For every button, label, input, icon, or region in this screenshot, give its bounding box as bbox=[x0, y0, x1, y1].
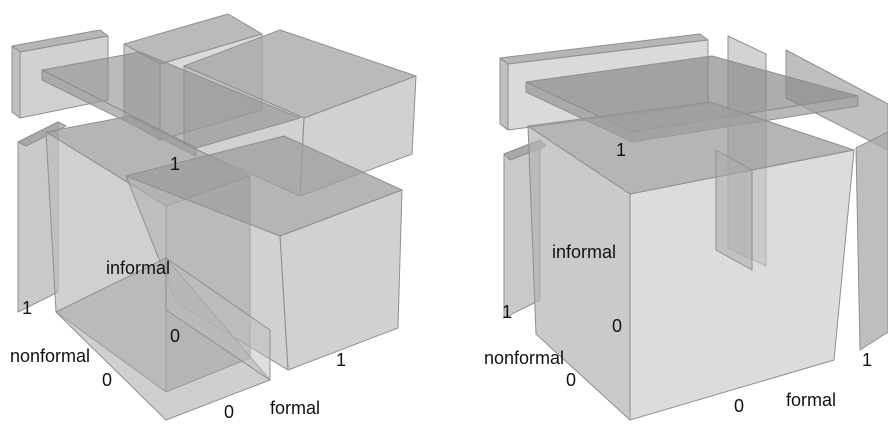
right-tick-z1: 1 bbox=[616, 140, 627, 160]
left-tick-y0: 0 bbox=[102, 370, 113, 390]
left-tick-x1: 1 bbox=[336, 350, 347, 370]
left-axis-label-y: nonformal bbox=[10, 346, 91, 366]
right-tick-z0: 0 bbox=[612, 316, 623, 336]
right-tick-x1: 1 bbox=[862, 350, 873, 370]
left-tick-z1: 1 bbox=[170, 154, 181, 174]
right-tick-y1: 1 bbox=[502, 302, 513, 322]
left-tick-x0: 0 bbox=[224, 402, 235, 422]
right-axis-label-y: nonformal bbox=[484, 348, 565, 368]
left-axis-label-z: informal bbox=[106, 258, 171, 278]
right-axis-label-z: informal bbox=[552, 242, 617, 262]
left-axis-label-x: formal bbox=[270, 398, 321, 418]
left-tick-y1: 1 bbox=[22, 298, 33, 318]
right-slab-inner bbox=[715, 149, 753, 271]
left-box-lower-right bbox=[125, 135, 403, 371]
left-tick-z0: 0 bbox=[170, 326, 181, 346]
right-tick-y0: 0 bbox=[566, 370, 577, 390]
right-box-front bbox=[527, 101, 855, 421]
left-box-front-bottom bbox=[55, 257, 271, 421]
right-axis-label-x: formal bbox=[786, 390, 837, 410]
right-tick-x0: 0 bbox=[734, 396, 745, 416]
